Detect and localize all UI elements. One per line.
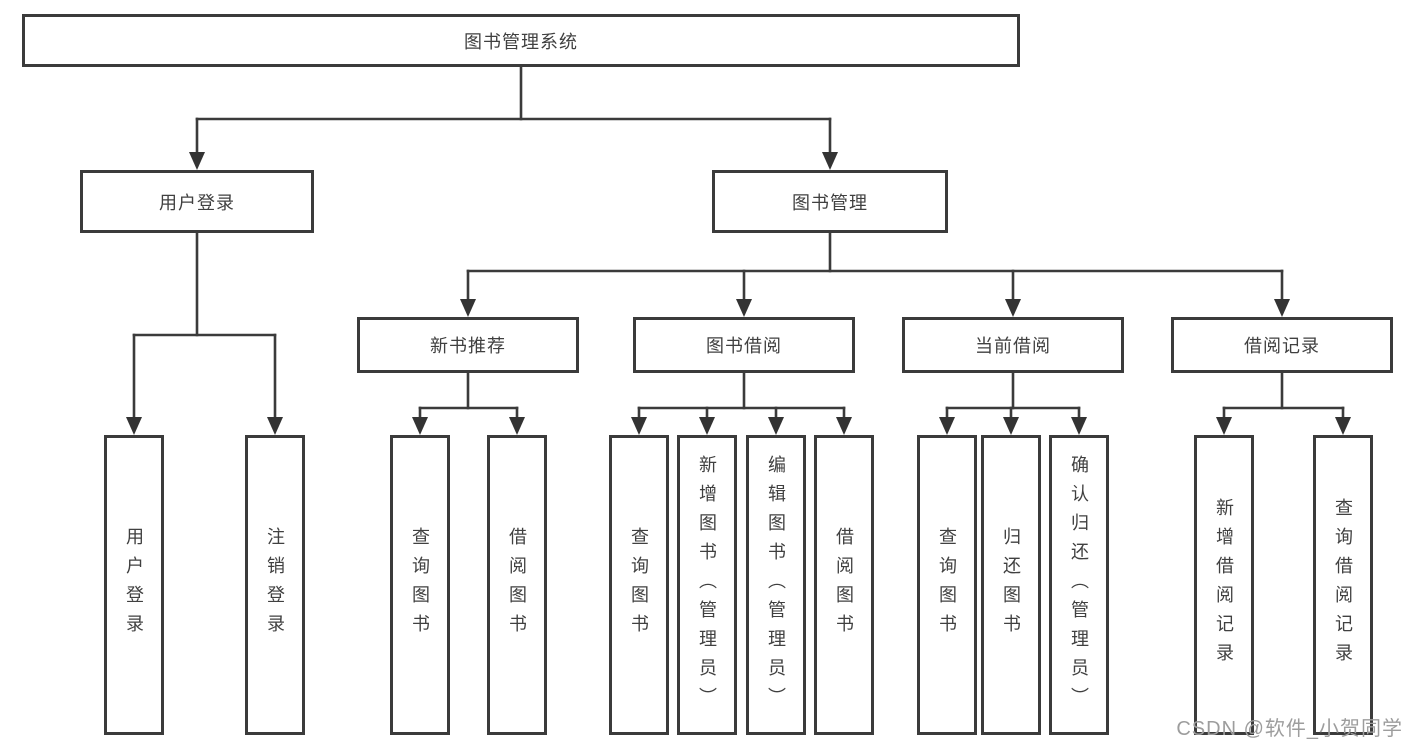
node-user-login: 用户登录 xyxy=(80,170,314,233)
leaf-label: 编辑图书（管理员） xyxy=(766,454,786,716)
group-label: 当前借阅 xyxy=(975,336,1051,356)
node-book-management: 图书管理 xyxy=(712,170,948,233)
node-root-label: 图书管理系统 xyxy=(464,31,578,52)
leaf-label: 借阅图书 xyxy=(834,527,854,643)
node-root: 图书管理系统 xyxy=(22,14,1020,67)
leaf-add-book-admin: 新增图书（管理员） xyxy=(677,435,737,735)
leaf-label: 用户登录 xyxy=(124,527,144,643)
arrowhead-icons xyxy=(126,152,1351,435)
node-book-borrow: 图书借阅 xyxy=(633,317,855,373)
leaf-label: 归还图书 xyxy=(1001,527,1021,643)
leaf-query-books-1: 查询图书 xyxy=(390,435,450,735)
node-new-book-recommend: 新书推荐 xyxy=(357,317,579,373)
leaf-user-login: 用户登录 xyxy=(104,435,164,735)
leaf-label: 查询图书 xyxy=(629,527,649,643)
group-label: 图书借阅 xyxy=(706,336,782,356)
leaf-label: 新增图书（管理员） xyxy=(697,454,717,716)
leaf-add-borrow-record: 新增借阅记录 xyxy=(1194,435,1254,735)
leaf-label: 确认归还（管理员） xyxy=(1069,454,1089,716)
group-label: 新书推荐 xyxy=(430,336,506,356)
leaf-logout: 注销登录 xyxy=(245,435,305,735)
leaf-label: 借阅图书 xyxy=(507,527,527,643)
node-user-login-label: 用户登录 xyxy=(159,192,235,213)
leaf-label: 注销登录 xyxy=(265,527,285,643)
leaf-label: 查询图书 xyxy=(410,527,430,643)
leaf-label: 查询图书 xyxy=(937,527,957,643)
leaf-borrow-books-1: 借阅图书 xyxy=(487,435,547,735)
node-book-management-label: 图书管理 xyxy=(792,192,868,213)
leaf-return-book: 归还图书 xyxy=(981,435,1041,735)
node-borrow-records: 借阅记录 xyxy=(1171,317,1393,373)
watermark: CSDN @软件_小贺同学 xyxy=(1176,718,1403,740)
group-label: 借阅记录 xyxy=(1244,336,1320,356)
leaf-borrow-books-2: 借阅图书 xyxy=(814,435,874,735)
leaf-label: 查询借阅记录 xyxy=(1333,498,1353,672)
leaf-confirm-return-admin: 确认归还（管理员） xyxy=(1049,435,1109,735)
leaf-edit-book-admin: 编辑图书（管理员） xyxy=(746,435,806,735)
leaf-label: 新增借阅记录 xyxy=(1214,498,1234,672)
node-current-borrow: 当前借阅 xyxy=(902,317,1124,373)
leaf-query-borrow-record: 查询借阅记录 xyxy=(1313,435,1373,735)
leaf-query-books-2: 查询图书 xyxy=(609,435,669,735)
leaf-query-books-3: 查询图书 xyxy=(917,435,977,735)
